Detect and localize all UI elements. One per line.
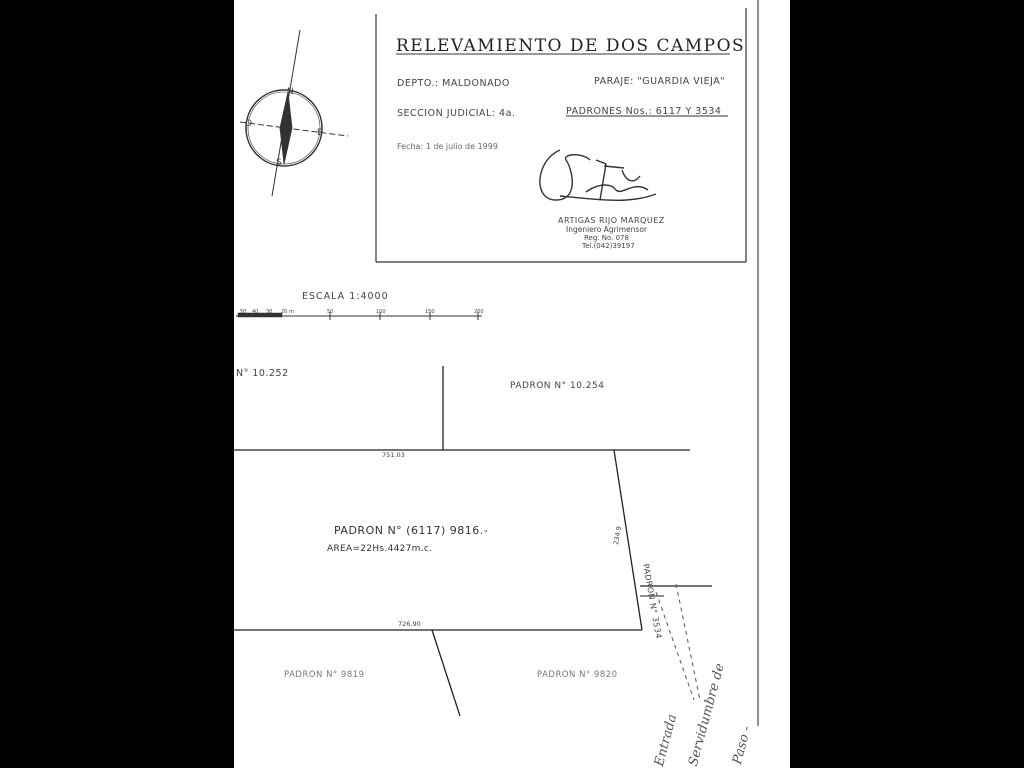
seccion-judicial-label: SECCION JUDICIAL: 4a.: [397, 108, 516, 119]
surveyor-registration: Reg. No. 078: [584, 234, 629, 242]
compass-east-label: E: [317, 128, 323, 138]
boundary-measure-north: 751.03: [382, 451, 405, 459]
signature: [539, 149, 657, 201]
parcel-boundaries: [234, 366, 712, 717]
padrones-label: PADRONES Nos.: 6117 Y 3534: [566, 106, 722, 117]
paraje-label: PARAJE: "GUARDIA VIEJA": [594, 76, 726, 87]
title-underlines: [396, 53, 730, 117]
departamento-label: DEPTO.: MALDONADO: [397, 78, 510, 89]
scale-label: ESCALA 1:4000: [302, 291, 389, 302]
scale-tick-4: 50: [327, 309, 334, 315]
surveyor-name: ARTIGAS RIJO MARQUEZ: [558, 216, 665, 225]
scale-bar: [236, 312, 482, 320]
parcel-label-north: PADRON N° 10.254: [510, 381, 605, 391]
scale-tick-0: 50: [240, 309, 247, 315]
scale-tick-6: 150: [425, 309, 435, 315]
fecha-label: Fecha: 1 de julio de 1999: [397, 142, 498, 151]
compass-south-label: S: [276, 158, 282, 168]
scale-tick-7: 200: [474, 309, 484, 315]
survey-sheet: [234, 0, 790, 768]
plan-title: RELEVAMIENTO DE DOS CAMPOS: [396, 36, 746, 56]
compass-rose-icon: [239, 29, 349, 197]
title-block-frame: [375, 8, 747, 263]
compass-north-label: N: [287, 87, 294, 97]
servidumbre-de-paso-path: [655, 583, 701, 701]
scale-tick-2: 30: [266, 309, 273, 315]
parcel-label-southeast: PADRON N° 9820: [537, 670, 618, 680]
surveyor-phone: Tel.(042)39197: [582, 242, 635, 250]
compass-west-label: O: [245, 119, 253, 129]
scale-tick-3: 20 m: [281, 309, 294, 315]
parcel-label-southwest: PADRON N° 9819: [284, 670, 365, 680]
main-parcel-area: AREA=22Hs.4427m.c.: [327, 544, 433, 554]
main-parcel-label: PADRON N° (6117) 9816.-: [334, 524, 489, 537]
surveyor-title: Ingeniero Agrimensor: [566, 225, 647, 234]
boundary-measure-south: 726.90: [398, 620, 421, 628]
scale-tick-1: 40: [252, 309, 259, 315]
parcel-label-left: N° 10.252: [236, 368, 289, 379]
scale-tick-5: 100: [376, 309, 386, 315]
